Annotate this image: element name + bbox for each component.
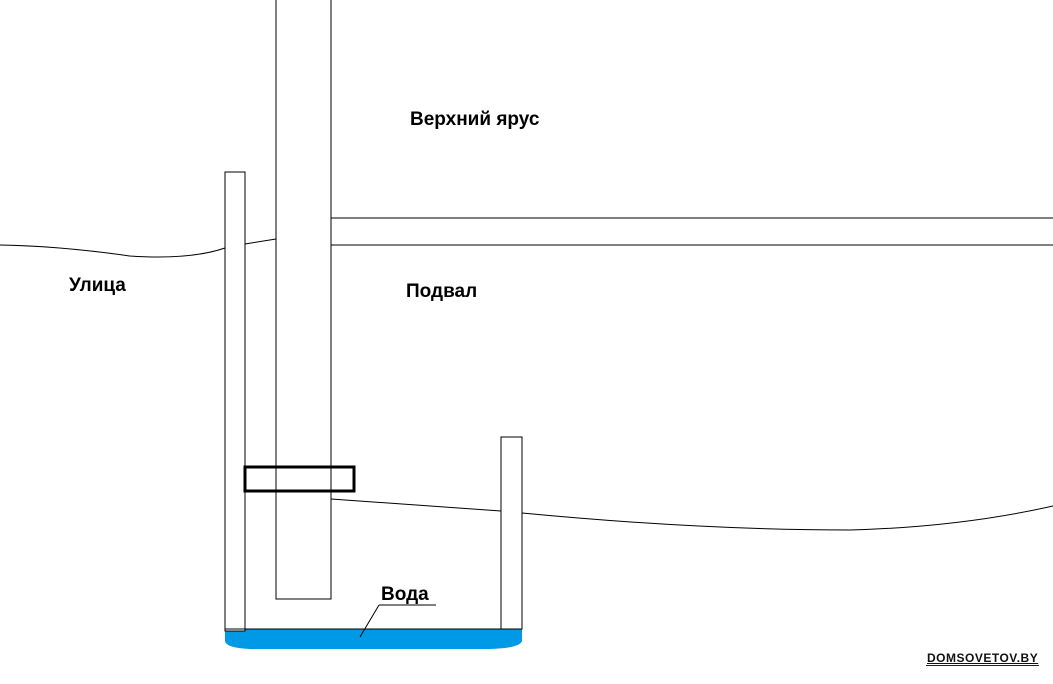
- outer-pipe: [224, 171, 246, 632]
- ground-line: [0, 238, 277, 258]
- watermark: DOMSOVETOV.BY: [926, 651, 1040, 666]
- basement-floor-line: [330, 498, 1053, 531]
- vent-pipe: [275, 0, 332, 600]
- upper-tier-label: Верхний ярус: [410, 109, 540, 130]
- water-label: Вода: [381, 584, 429, 605]
- inner-pipe: [500, 436, 523, 630]
- water-fill: [225, 622, 522, 649]
- water-label-leader: [359, 604, 380, 638]
- damper-frame: [243, 465, 356, 493]
- floor-slab: [330, 217, 1053, 246]
- street-label: Улица: [69, 275, 126, 296]
- basement-label: Подвал: [406, 281, 478, 302]
